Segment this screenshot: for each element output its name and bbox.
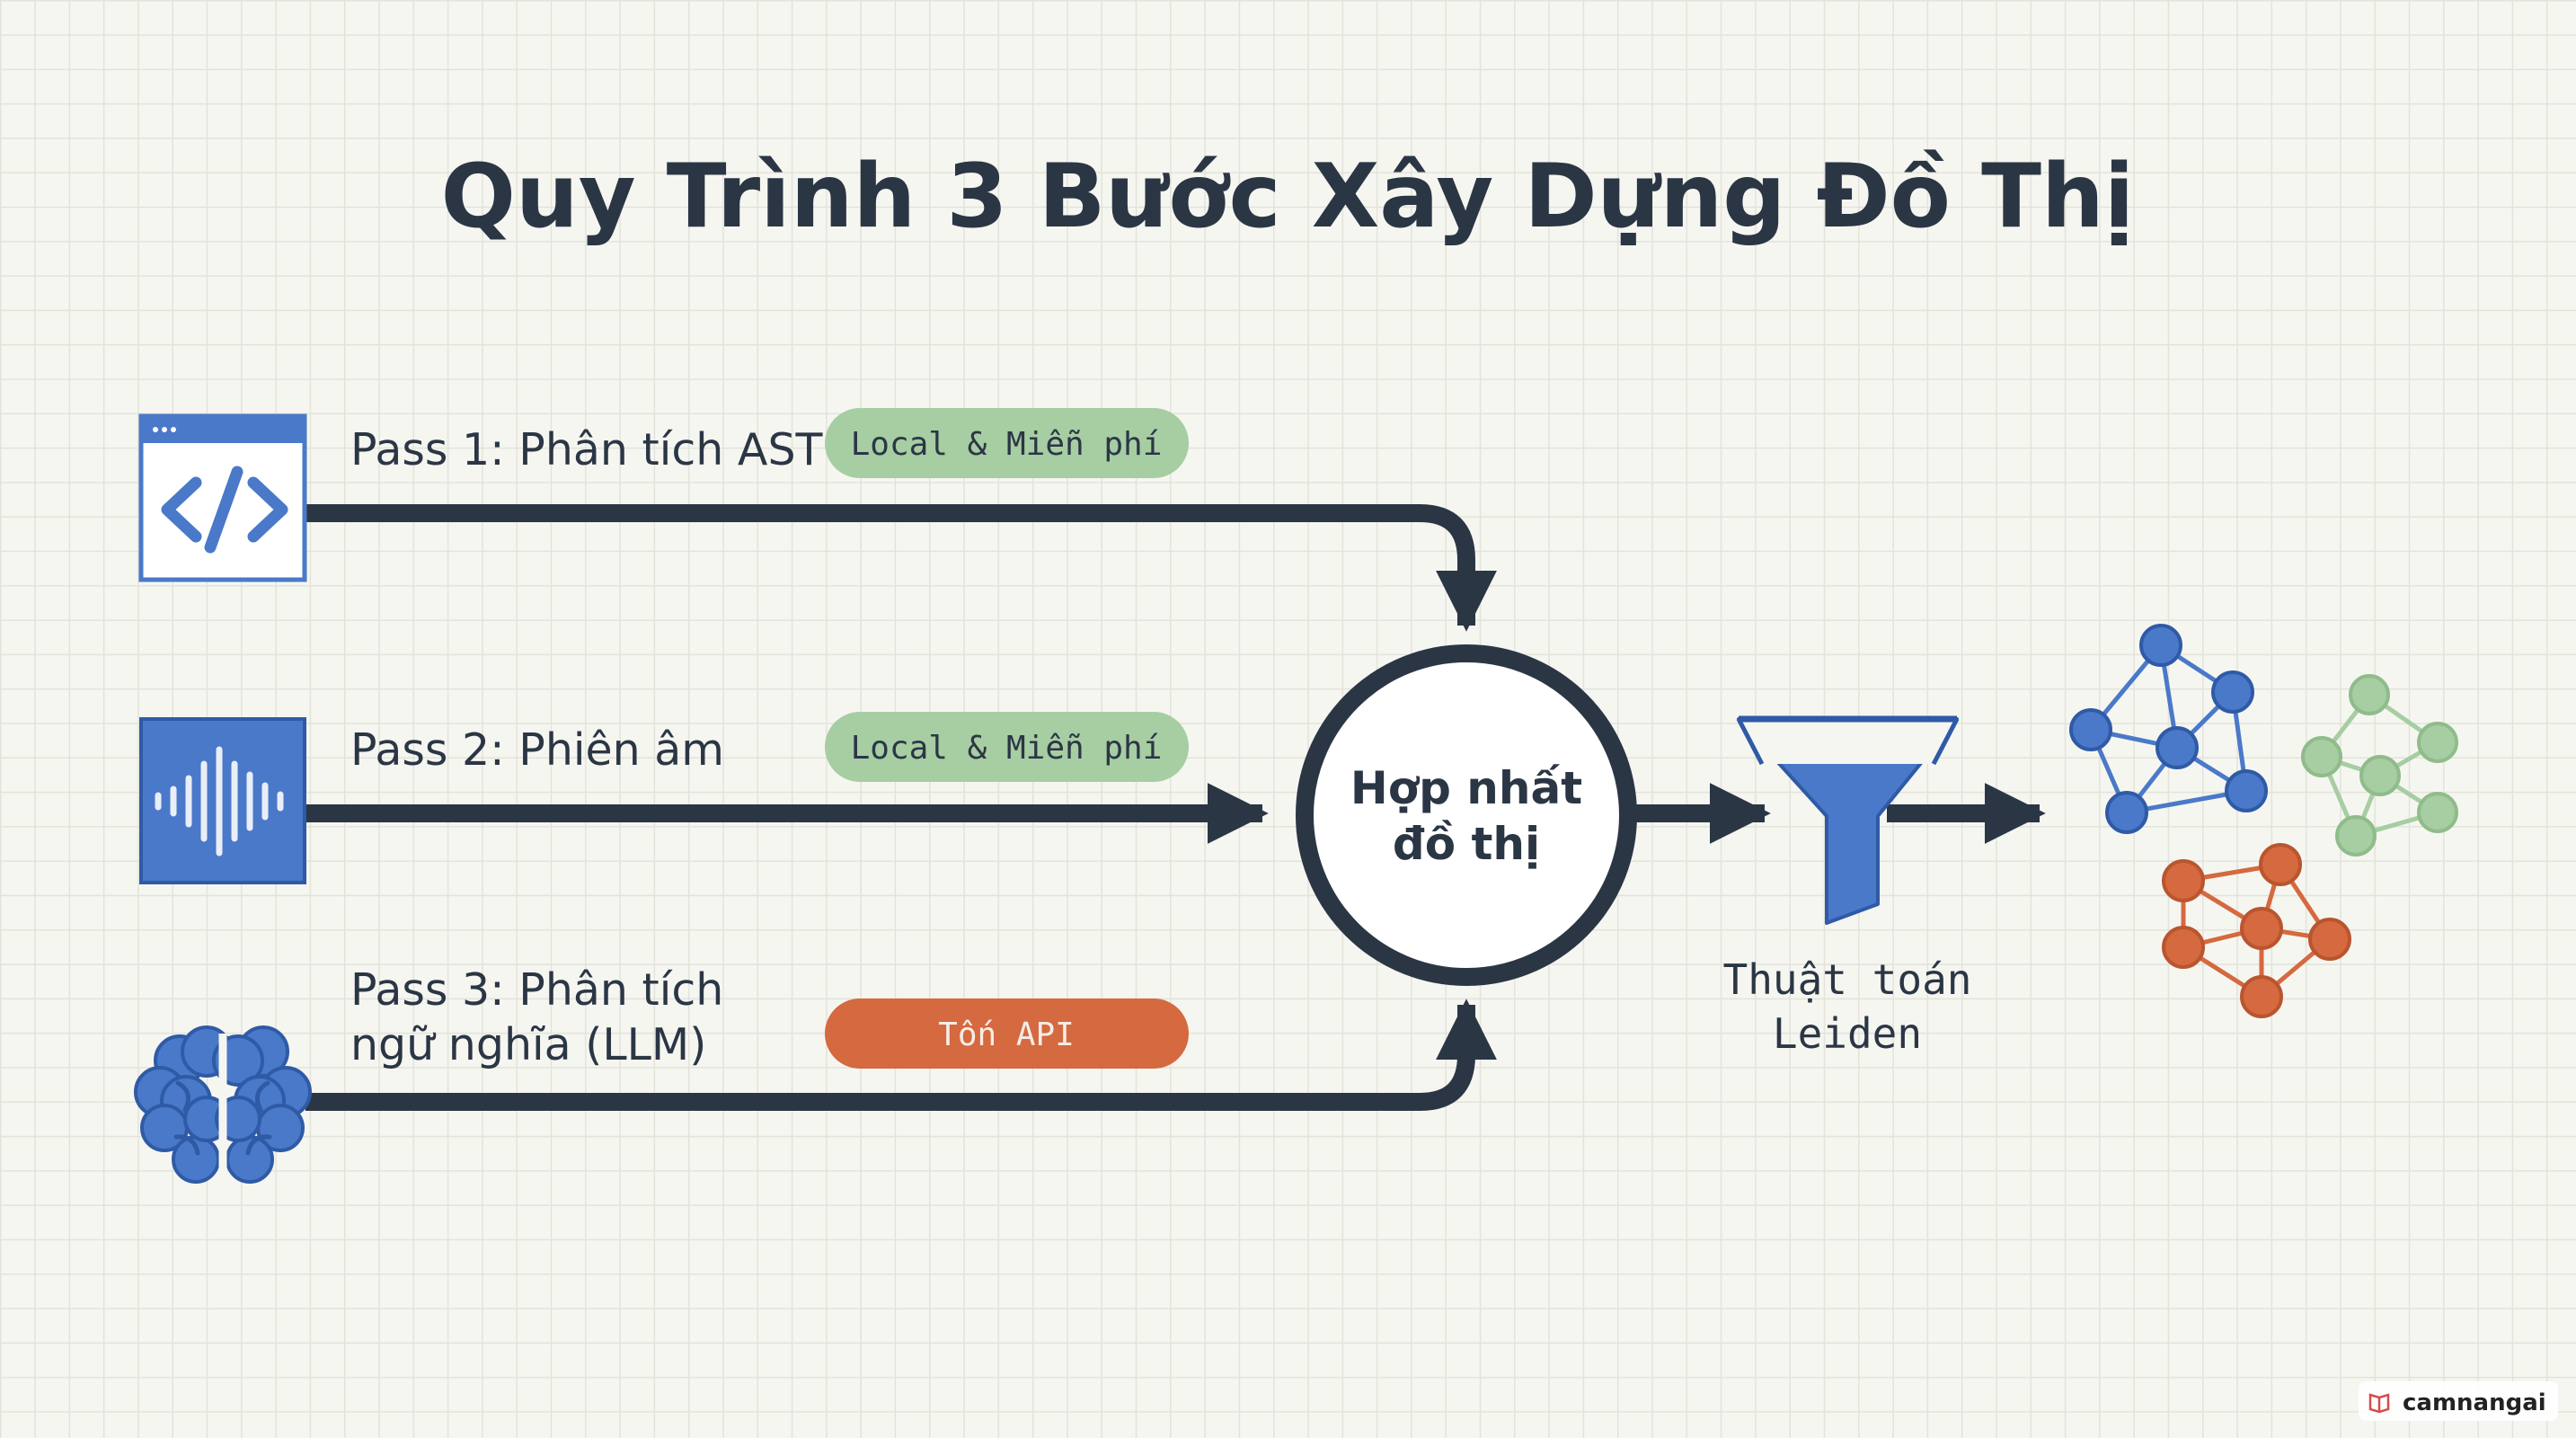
pass-1-badge: Local & Miễn phí (825, 408, 1189, 478)
green-cluster (2301, 674, 2458, 857)
algorithm-label-line-2: Leiden (1773, 1009, 1922, 1058)
merge-label-line-2: đồ thị (1393, 818, 1540, 870)
graph-clusters-icon (2069, 624, 2458, 1018)
funnel-icon (1736, 715, 1960, 925)
merge-node: Hợp nhất đồ thị (1296, 644, 1637, 986)
pass-3-arrow (305, 999, 1498, 1111)
pass-1-badge-label: Local & Miễn phí (851, 426, 1163, 463)
brain-icon (134, 1025, 312, 1185)
pass-2-label: Pass 2: Phiên âm (350, 724, 724, 776)
pass-3-label-line-2: ngữ nghĩa (LLM) (350, 1019, 706, 1070)
pass-1-label: Pass 1: Phân tích AST (350, 424, 824, 475)
watermark-badge: camnangai (2359, 1381, 2558, 1421)
connectors (305, 504, 2046, 1111)
code-window-icon (138, 413, 307, 582)
page-title: Quy Trình 3 Bước Xây Dựng Đồ Thị (441, 146, 2135, 248)
pass-1-arrow (305, 504, 1498, 632)
pass-3-badge: Tốn API (825, 999, 1189, 1069)
merge-label-line-1: Hợp nhất (1350, 762, 1582, 814)
watermark-text: camnangai (2403, 1389, 2546, 1416)
blue-cluster (2069, 624, 2268, 834)
pass-3-label-line-1: Pass 3: Phân tích (350, 964, 723, 1016)
orange-cluster (2162, 843, 2351, 1018)
pass-3-badge-label: Tốn API (938, 1016, 1075, 1053)
audio-waveform-icon (139, 717, 306, 884)
pass-2-badge-label: Local & Miễn phí (851, 730, 1163, 767)
pass-2-badge: Local & Miễn phí (825, 712, 1189, 782)
algorithm-label-line-1: Thuật toán (1723, 955, 1972, 1004)
book-icon (2368, 1393, 2390, 1414)
